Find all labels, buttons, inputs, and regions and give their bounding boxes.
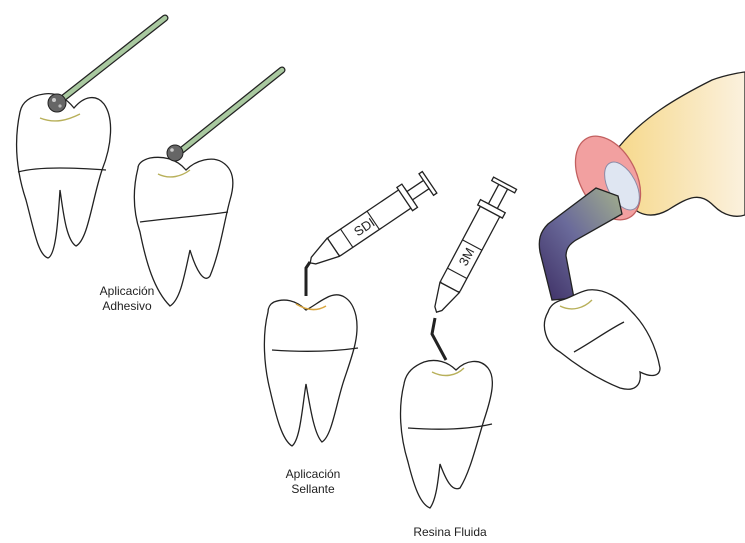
tooth-icon-4 [401,360,493,508]
caption-adhesivo-line1: Aplicación [72,284,182,299]
syringe-icon-sdi: SDI [302,171,437,275]
curing-light-icon [539,72,745,300]
syringe-needle-3m [432,318,446,360]
tooth-icon-1 [17,94,111,258]
caption-aplicacion-adhesivo: Aplicación Adhesivo [72,284,182,314]
caption-resina-text: Resina Fluida [385,525,515,540]
caption-aplicacion-sellante: Aplicación Sellante [258,467,368,497]
caption-sellante-line1: Aplicación [258,467,368,482]
dental-bur-icon-1 [48,18,165,112]
caption-adhesivo-line2: Adhesivo [72,299,182,314]
dental-bur-icon-2 [167,70,282,161]
tooth-icon-5 [544,290,660,389]
syringe-needle-sdi [306,262,310,296]
tooth-icon-3 [264,295,358,446]
caption-sellante-line2: Sellante [258,482,368,497]
caption-resina-fluida: Resina Fluida [385,525,515,540]
syringe-icon-3m: 3M [424,177,517,319]
